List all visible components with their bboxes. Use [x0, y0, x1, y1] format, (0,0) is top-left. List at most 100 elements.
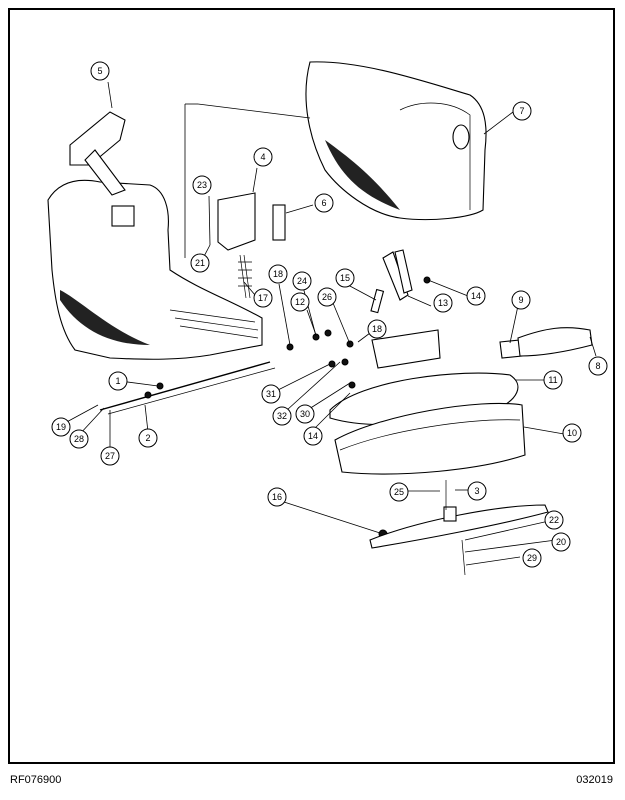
callout-number: 27 — [105, 451, 115, 461]
callout-number: 26 — [322, 292, 332, 302]
skirt-part — [334, 402, 526, 475]
callout-number: 32 — [277, 411, 287, 421]
callout-number: 24 — [297, 276, 307, 286]
callout-circle — [268, 264, 288, 284]
callout-17: 17 — [253, 288, 273, 308]
callout-number: 22 — [549, 515, 559, 525]
bracket-part — [217, 192, 286, 299]
callout-22: 22 — [544, 510, 564, 530]
callout-circle — [317, 287, 337, 307]
callout-circle — [466, 286, 486, 306]
callout-circle — [138, 428, 158, 448]
drawing-border — [8, 8, 615, 764]
callout-7: 7 — [512, 101, 532, 121]
callout-14: 14 — [303, 426, 323, 446]
callout-circle — [108, 371, 128, 391]
callout-number: 13 — [438, 298, 448, 308]
callout-circle — [267, 487, 287, 507]
callout-number: 9 — [518, 295, 523, 305]
callout-number: 10 — [567, 428, 577, 438]
callout-number: 6 — [321, 198, 326, 208]
callout-4: 4 — [253, 147, 273, 167]
callout-circle — [588, 356, 608, 376]
callout-number: 19 — [56, 422, 66, 432]
callout-number: 1 — [115, 376, 120, 386]
callout-circle — [292, 271, 312, 291]
callout-number: 8 — [595, 361, 600, 371]
callout-16: 16 — [267, 487, 287, 507]
callout-number: 18 — [273, 269, 283, 279]
callout-number: 2 — [145, 433, 150, 443]
callout-5: 5 — [90, 61, 110, 81]
callout-23: 23 — [192, 175, 212, 195]
callout-number: 15 — [340, 273, 350, 283]
drawing-number: RF076900 — [10, 774, 62, 786]
callout-circle — [467, 481, 487, 501]
callout-circle — [253, 147, 273, 167]
callout-27: 27 — [100, 446, 120, 466]
callout-circle — [90, 61, 110, 81]
callout-9: 9 — [511, 290, 531, 310]
callout-circle — [314, 193, 334, 213]
callout-6: 6 — [314, 193, 334, 213]
callout-11: 11 — [543, 370, 563, 390]
callout-15: 15 — [335, 268, 355, 288]
callout-24: 24 — [292, 271, 312, 291]
callout-circle — [389, 482, 409, 502]
callout-number: 5 — [97, 66, 102, 76]
pad-driver-part — [369, 480, 549, 576]
handle-part — [370, 249, 413, 314]
callout-circle — [512, 101, 532, 121]
callout-3: 3 — [467, 481, 487, 501]
seat-part — [47, 111, 263, 360]
callout-number: 21 — [195, 258, 205, 268]
callout-circle — [272, 406, 292, 426]
callout-circle — [69, 429, 89, 449]
callout-10: 10 — [562, 423, 582, 443]
callout-18: 18 — [367, 319, 387, 339]
callout-number: 4 — [260, 152, 265, 162]
callout-circle — [253, 288, 273, 308]
callout-circle — [511, 290, 531, 310]
callout-number: 14 — [308, 431, 318, 441]
callout-number: 17 — [258, 293, 268, 303]
callout-14: 14 — [466, 286, 486, 306]
callout-number: 31 — [266, 389, 276, 399]
callout-12: 12 — [290, 292, 310, 312]
callout-number: 30 — [300, 409, 310, 419]
callout-circle — [367, 319, 387, 339]
callout-circle — [303, 426, 323, 446]
callout-21: 21 — [190, 253, 210, 273]
callout-circle — [261, 384, 281, 404]
callout-circle — [100, 446, 120, 466]
callout-number: 20 — [556, 537, 566, 547]
callout-circle — [551, 532, 571, 552]
callout-2: 2 — [138, 428, 158, 448]
callout-circle — [51, 417, 71, 437]
callout-number: 28 — [74, 434, 84, 444]
callout-number: 11 — [548, 375, 557, 385]
callout-circle — [544, 510, 564, 530]
callout-circle — [192, 175, 212, 195]
callout-circle — [433, 293, 453, 313]
callout-1: 1 — [108, 371, 128, 391]
callout-20: 20 — [551, 532, 571, 552]
cover-part — [305, 61, 487, 221]
callout-19: 19 — [51, 417, 71, 437]
callout-number: 7 — [519, 106, 524, 116]
callout-25: 25 — [389, 482, 409, 502]
callout-26: 26 — [317, 287, 337, 307]
callout-circle — [522, 548, 542, 568]
callout-circle — [543, 370, 563, 390]
shaft-part — [99, 276, 431, 539]
callout-31: 31 — [261, 384, 281, 404]
callout-number: 18 — [372, 324, 382, 334]
callout-number: 12 — [295, 297, 305, 307]
callout-29: 29 — [522, 548, 542, 568]
callout-circle — [562, 423, 582, 443]
revision-date: 032019 — [576, 774, 613, 786]
callout-number: 16 — [272, 492, 282, 502]
callout-circle — [335, 268, 355, 288]
callout-number: 3 — [474, 486, 479, 496]
